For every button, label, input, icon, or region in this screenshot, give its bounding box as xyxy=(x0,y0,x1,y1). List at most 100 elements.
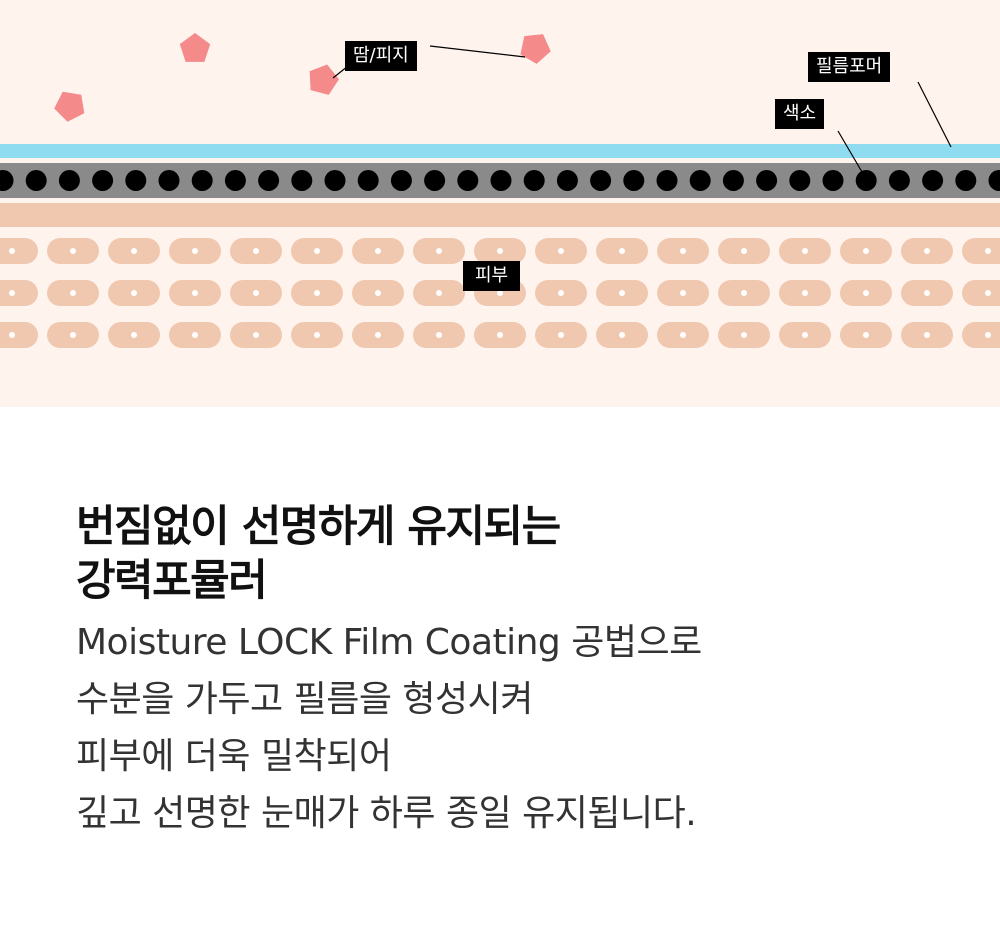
skin-cell xyxy=(169,280,221,306)
skin-cell xyxy=(0,322,38,348)
pigment-dot xyxy=(158,170,180,191)
sweat-sebum-label: 땀/피지 xyxy=(345,41,417,71)
headline: 번짐없이 선명하게 유지되는 강력포뮬러 xyxy=(76,500,976,608)
body-text: Moisture LOCK Film Coating 공법으로 수분을 가두고 … xyxy=(76,614,976,842)
pigment-dot xyxy=(822,170,844,191)
skin-cell xyxy=(657,280,709,306)
skin-cell xyxy=(230,280,282,306)
skin-cell xyxy=(840,280,892,306)
skin-cell xyxy=(352,322,404,348)
pigment-dot xyxy=(623,170,645,191)
droplet xyxy=(54,91,85,122)
pigment-dot xyxy=(689,170,711,191)
skin-cell xyxy=(901,322,953,348)
pigment-dot xyxy=(191,170,213,191)
pigment-dot xyxy=(424,170,446,191)
skin-cell xyxy=(108,322,160,348)
droplet xyxy=(520,34,551,64)
skin-cell xyxy=(657,322,709,348)
pigment-dot xyxy=(58,170,80,191)
pigment-dot xyxy=(324,170,346,191)
pigment-dot xyxy=(125,170,147,191)
pigment-dot xyxy=(490,170,512,191)
skin-cell xyxy=(657,238,709,264)
skin-cell xyxy=(840,238,892,264)
headline-line-2: 강력포뮬러 xyxy=(76,556,268,606)
skin-cell xyxy=(962,280,1000,306)
skin-cell xyxy=(169,238,221,264)
skin-label: 피부 xyxy=(463,261,521,291)
pigment-dot xyxy=(258,170,280,191)
pigment-dot xyxy=(855,170,877,191)
skin-cell xyxy=(230,322,282,348)
pigment-dot xyxy=(888,170,910,191)
pigment-dots xyxy=(0,170,1000,191)
skin-cell xyxy=(779,238,831,264)
pigment-dot xyxy=(25,170,47,191)
pigment-dot xyxy=(789,170,811,191)
skin-cell xyxy=(535,280,587,306)
skin-cells xyxy=(0,238,1000,348)
skin-cell xyxy=(779,322,831,348)
pigment-leader xyxy=(837,130,863,173)
skin-cell xyxy=(779,280,831,306)
pigment-dot xyxy=(955,170,977,191)
body-line-3: 피부에 더욱 밀착되어 xyxy=(76,736,392,777)
pigment-dot xyxy=(922,170,944,191)
skin-cell xyxy=(718,280,770,306)
skin-cell xyxy=(840,322,892,348)
skin-cell xyxy=(596,322,648,348)
pigment-dot xyxy=(590,170,612,191)
skin-cell xyxy=(291,238,343,264)
skin-cell xyxy=(474,322,526,348)
skin-cell xyxy=(108,238,160,264)
pigment-dot xyxy=(390,170,412,191)
pigment-dot xyxy=(357,170,379,191)
pigment-dot xyxy=(457,170,479,191)
pigment-dot xyxy=(224,170,246,191)
skin-surface-layer xyxy=(0,203,1000,227)
skin-cell xyxy=(352,280,404,306)
skin-cell xyxy=(596,280,648,306)
skin-cell xyxy=(413,280,465,306)
film-coating-diagram: 땀/피지 필름포머 색소 피부 xyxy=(0,0,1000,407)
droplet xyxy=(179,33,211,62)
skin-cell xyxy=(901,280,953,306)
skin-cell xyxy=(230,238,282,264)
sweat-sebum-droplets xyxy=(54,33,551,122)
skin-cell xyxy=(718,322,770,348)
film-former-leader xyxy=(917,81,952,148)
skin-cell xyxy=(474,238,526,264)
skin-cell xyxy=(535,238,587,264)
skin-cell xyxy=(108,280,160,306)
skin-cell xyxy=(535,322,587,348)
skin-cell xyxy=(413,322,465,348)
pigment-dot xyxy=(523,170,545,191)
pigment-dot xyxy=(92,170,114,191)
skin-cell xyxy=(596,238,648,264)
skin-cell xyxy=(0,238,38,264)
film-former-label: 필름포머 xyxy=(808,52,891,82)
skin-cell xyxy=(47,238,99,264)
film-former-layer xyxy=(0,144,1000,158)
description-section: 번짐없이 선명하게 유지되는 강력포뮬러 Moisture LOCK Film … xyxy=(76,500,976,842)
sweat-sebum-leader-right xyxy=(429,45,526,58)
skin-cell xyxy=(962,322,1000,348)
skin-cell xyxy=(901,238,953,264)
pigment-dot xyxy=(988,170,1000,191)
pigment-dot xyxy=(756,170,778,191)
pigment-dot xyxy=(0,170,14,191)
callout-lines xyxy=(332,45,952,173)
pigment-dot xyxy=(656,170,678,191)
headline-line-1: 번짐없이 선명하게 유지되는 xyxy=(76,502,561,552)
skin-cell xyxy=(291,280,343,306)
skin-cell xyxy=(352,238,404,264)
skin-cell xyxy=(47,322,99,348)
skin-cell xyxy=(413,238,465,264)
body-line-1: Moisture LOCK Film Coating 공법으로 xyxy=(76,622,702,663)
skin-cell xyxy=(962,238,1000,264)
pigment-dot xyxy=(291,170,313,191)
droplet xyxy=(309,64,339,95)
skin-cell xyxy=(718,238,770,264)
skin-cell xyxy=(291,322,343,348)
